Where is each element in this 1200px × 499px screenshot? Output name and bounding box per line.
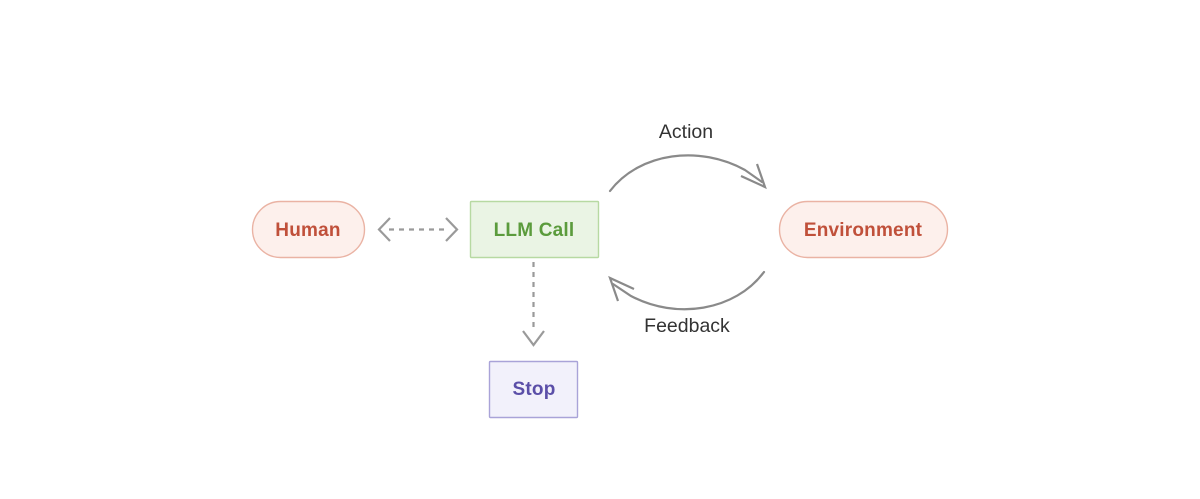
edge-llm-stop [522,262,545,347]
node-stop[interactable]: Stop [488,360,579,419]
human-llm-arrowhead-left-icon [377,217,391,242]
llm-stop-arrowhead-icon [522,330,545,347]
edge-label-feedback: Feedback [644,315,730,337]
edge-human-llm [377,217,459,242]
edge-label-action: Action [659,121,713,143]
human-node-label: Human [275,220,340,241]
human-node-shape[interactable] [251,200,366,259]
stop-node-shape[interactable] [488,360,579,419]
llm-call-node-shape[interactable] [469,200,600,259]
action-arrowhead-icon [740,163,767,190]
action-arc-path [608,154,764,193]
feedback-arc-path [611,270,766,311]
environment-node-shape[interactable] [778,200,949,259]
node-environment[interactable]: Environment [778,200,949,259]
node-llm-call[interactable]: LLM Call [469,200,600,259]
edge-action: Action [608,121,767,193]
llm-call-node-label: LLM Call [494,220,575,241]
feedback-arrowhead-icon [608,275,635,302]
human-llm-arrowhead-right-icon [445,217,459,242]
stop-node-label: Stop [512,379,555,400]
edge-feedback: Feedback [608,270,766,337]
environment-node-label: Environment [804,220,923,241]
node-human[interactable]: Human [251,200,366,259]
